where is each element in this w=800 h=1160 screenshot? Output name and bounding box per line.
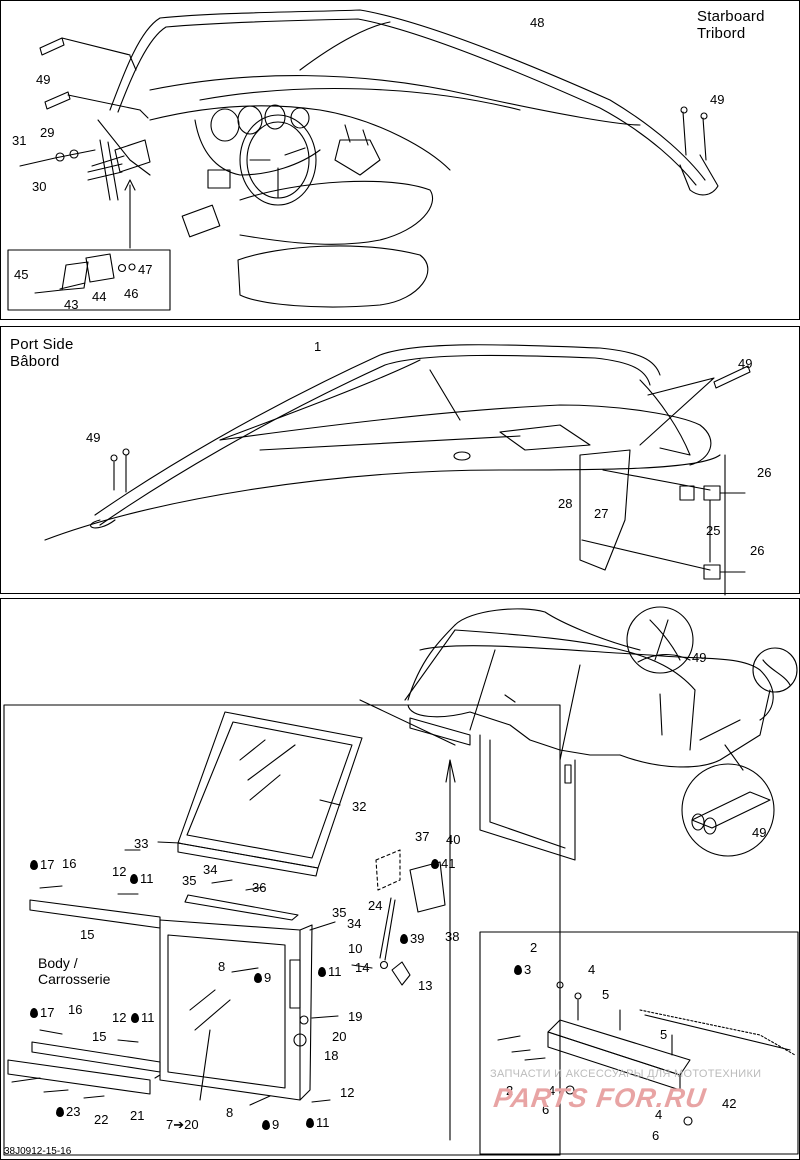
callout-26-lower: 26 bbox=[750, 543, 765, 558]
callout-47: 47 bbox=[138, 262, 153, 277]
body-label-fr: Carrosserie bbox=[38, 971, 111, 987]
diagram-code: 38J0912-15-16 bbox=[4, 1146, 72, 1157]
callout-35-upper: 35 bbox=[182, 873, 197, 888]
callout-28: 28 bbox=[558, 496, 573, 511]
callout-4-lower: 4 bbox=[655, 1107, 663, 1122]
callout-13: 13 bbox=[418, 978, 433, 993]
callout-31: 31 bbox=[12, 133, 27, 148]
callout-49-starboard-right: 49 bbox=[710, 92, 725, 107]
callout-34-lower: 34 bbox=[347, 916, 362, 931]
callout-9-lower: 9 bbox=[262, 1118, 279, 1131]
callout-30: 30 bbox=[32, 179, 47, 194]
callout-11-upper: 11 bbox=[130, 872, 154, 885]
callout-41: 41 bbox=[431, 857, 455, 870]
callout-38: 38 bbox=[445, 929, 460, 944]
callout-12-bottom: 12 bbox=[340, 1085, 355, 1100]
callout-42: 42 bbox=[722, 1096, 737, 1111]
callout-37: 37 bbox=[415, 829, 430, 844]
callout-4-upper: 4 bbox=[588, 962, 596, 977]
callout-16-upper: 16 bbox=[62, 856, 77, 871]
callout-46: 46 bbox=[124, 286, 139, 301]
callout-18: 18 bbox=[324, 1048, 339, 1063]
port-heading: Port Side Bâbord bbox=[10, 336, 74, 370]
watermark-subtitle: ЗАПЧАСТИ И АКСЕССУАРЫ ДЛЯ МОТОТЕХНИКИ bbox=[490, 1068, 762, 1080]
callout-43: 43 bbox=[64, 297, 79, 312]
starboard-title-fr: Tribord bbox=[697, 25, 746, 42]
callout-12-lower: 12 bbox=[112, 1010, 127, 1025]
starboard-heading: Starboard Tribord bbox=[697, 8, 765, 42]
callout-49-inset-top: 49 bbox=[692, 650, 707, 665]
callout-45: 45 bbox=[14, 267, 29, 282]
callout-8-upper: 8 bbox=[218, 959, 226, 974]
callout-49-port-left: 49 bbox=[86, 430, 101, 445]
port-panel bbox=[0, 326, 800, 594]
body-label: Body / bbox=[38, 955, 78, 971]
callout-36: 36 bbox=[252, 880, 267, 895]
callout-39: 39 bbox=[400, 932, 424, 945]
callout-32: 32 bbox=[352, 799, 367, 814]
callout-29: 29 bbox=[40, 125, 55, 140]
callout-4-middle: 4 bbox=[548, 1083, 556, 1098]
callout-7-to-20: 7➔20 bbox=[166, 1117, 199, 1132]
callout-17-upper: 17 bbox=[30, 858, 54, 871]
callout-44: 44 bbox=[92, 289, 107, 304]
callout-26-upper: 26 bbox=[757, 465, 772, 480]
callout-23: 23 bbox=[56, 1105, 80, 1118]
callout-49-starboard-left: 49 bbox=[36, 72, 51, 87]
callout-34-upper: 34 bbox=[203, 862, 218, 877]
callout-3: 3 bbox=[514, 963, 531, 976]
callout-40: 40 bbox=[446, 832, 461, 847]
callout-49-port-right: 49 bbox=[738, 356, 753, 371]
port-title: Port Side bbox=[10, 336, 74, 353]
callout-19: 19 bbox=[348, 1009, 363, 1024]
callout-9-upper: 9 bbox=[254, 971, 271, 984]
callout-20: 20 bbox=[332, 1029, 347, 1044]
callout-10: 10 bbox=[348, 941, 363, 956]
callout-17-lower: 17 bbox=[30, 1006, 54, 1019]
callout-14: 14 bbox=[355, 960, 370, 975]
callout-1: 1 bbox=[314, 339, 322, 354]
callout-22: 22 bbox=[94, 1112, 109, 1127]
callout-6-lower: 6 bbox=[652, 1128, 660, 1143]
callout-27: 27 bbox=[594, 506, 609, 521]
callout-11-bottom: 11 bbox=[306, 1116, 330, 1129]
callout-49-inset-bottom: 49 bbox=[752, 825, 767, 840]
starboard-title: Starboard bbox=[697, 8, 765, 25]
callout-24: 24 bbox=[368, 898, 383, 913]
callout-5-upper: 5 bbox=[602, 987, 610, 1002]
callout-35-lower: 35 bbox=[332, 905, 347, 920]
callout-8-lower: 8 bbox=[226, 1105, 234, 1120]
callout-2-lower: 2 bbox=[506, 1083, 514, 1098]
callout-6-middle: 6 bbox=[542, 1102, 550, 1117]
callout-15-lower: 15 bbox=[92, 1029, 107, 1044]
watermark-logo: PARTS FOR.RU bbox=[491, 1083, 709, 1113]
port-title-fr: Bâbord bbox=[10, 353, 60, 370]
callout-12-upper: 12 bbox=[112, 864, 127, 879]
callout-21: 21 bbox=[130, 1108, 145, 1123]
callout-16-lower: 16 bbox=[68, 1002, 83, 1017]
callout-33: 33 bbox=[134, 836, 149, 851]
callout-11-middle: 11 bbox=[318, 965, 342, 978]
callout-2-upper: 2 bbox=[530, 940, 538, 955]
callout-48: 48 bbox=[530, 15, 545, 30]
callout-15-upper: 15 bbox=[80, 927, 95, 942]
callout-25: 25 bbox=[706, 523, 721, 538]
callout-11-lower: 11 bbox=[131, 1011, 155, 1024]
callout-5-lower: 5 bbox=[660, 1027, 668, 1042]
